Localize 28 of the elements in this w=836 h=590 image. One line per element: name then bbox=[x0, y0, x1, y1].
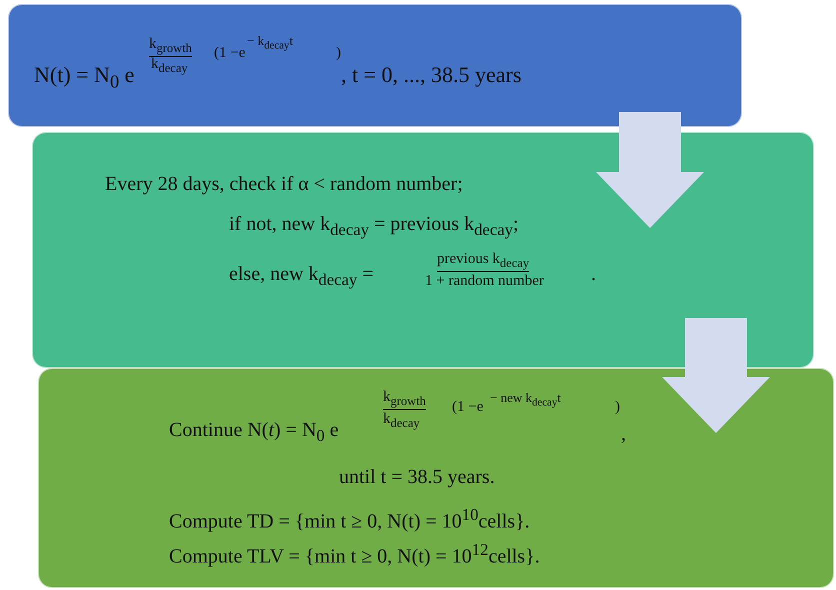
fraction-numerator: previous k$_{decay}$ bbox=[437, 251, 530, 272]
formula-text: , bbox=[621, 423, 626, 445]
formula-text: Every 28 days, check if α < random number; bbox=[105, 173, 463, 195]
formula-text: ) bbox=[336, 45, 341, 62]
formula-text: ) bbox=[615, 399, 620, 416]
formula-text: (1 −e bbox=[214, 45, 246, 62]
formula-text: Continue N(t) = N$_{0}$ e bbox=[169, 419, 339, 446]
fraction-numerator: k$_{growth}$ bbox=[149, 36, 192, 57]
formula-text: 1 + random number bbox=[425, 273, 544, 290]
process-box bbox=[8, 4, 742, 127]
formula-text: k$_{decay}$ bbox=[383, 411, 420, 431]
formula-text: (1 −e bbox=[452, 399, 484, 416]
formula-text: until t = 38.5 years. bbox=[339, 466, 495, 488]
formula-text: − new k$_{decay}$t bbox=[490, 391, 561, 410]
formula-text: . bbox=[591, 263, 596, 285]
formula-text: else, new k$_{decay}$ = bbox=[229, 263, 374, 290]
formula-text: Compute TD = {min t ≥ 0, N(t) = 10$^{10}$cells}. bbox=[169, 506, 530, 533]
process-box bbox=[32, 132, 814, 368]
block-arrow bbox=[662, 318, 770, 433]
formula-text: − k$_{decay}$t bbox=[247, 34, 293, 52]
process-box bbox=[38, 368, 834, 588]
formula-text: k$_{decay}$ bbox=[151, 56, 188, 76]
formula-text: if not, new k$_{decay}$ = previous k$_{decay}$; bbox=[229, 213, 518, 240]
formula-text: N(t) = N$_{0}$ e bbox=[34, 63, 134, 92]
fraction-numerator: k$_{growth}$ bbox=[383, 389, 426, 410]
formula-text: Compute TLV = {min t ≥ 0, N(t) = 10$^{12}$cells}. bbox=[169, 541, 540, 568]
block-arrow bbox=[596, 112, 704, 228]
formula-text: , t = 0, ..., 38.5 years bbox=[341, 63, 522, 88]
